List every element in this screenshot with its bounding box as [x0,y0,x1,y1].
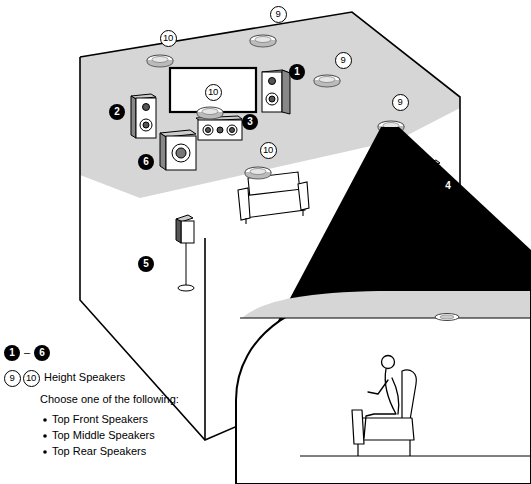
callout-number: 10 [260,142,277,159]
front-right-speaker [262,70,290,114]
sofa [238,172,309,224]
callout-number: 6 [138,154,154,170]
list-bullets [43,418,47,454]
zoom-wedge [236,127,531,484]
list-item: Top Rear Speakers [52,445,146,458]
list-item: Top Front Speakers [52,413,148,426]
center-speaker [196,116,242,140]
callout-number: 1 [289,64,305,80]
subwoofer [160,130,196,170]
callout-number: 10 [160,30,177,47]
zoom-inset [236,290,531,484]
callout-number: 5 [138,256,154,272]
callout-number: 9 [392,94,409,111]
legend-note: Choose one of the following: [40,393,179,406]
front-left-speaker [131,94,156,138]
callout-number: 10 [23,370,40,387]
callout-number: 10 [205,84,222,101]
callout-number: 4 [440,178,456,194]
list-item: Top Middle Speakers [52,429,155,442]
legend-heading: Height Speakers [44,371,125,384]
callout-number: 2 [109,104,125,120]
callout-number: 9 [270,6,287,23]
callout-number: 9 [335,52,352,69]
callout-number: 6 [34,345,50,361]
callout-number: 1 [4,345,20,361]
callout-number: 9 [4,370,21,387]
callout-number: 3 [242,114,258,130]
range-dash: – [24,346,30,359]
inset-scene [240,291,531,456]
surround-left-speaker [176,215,194,291]
